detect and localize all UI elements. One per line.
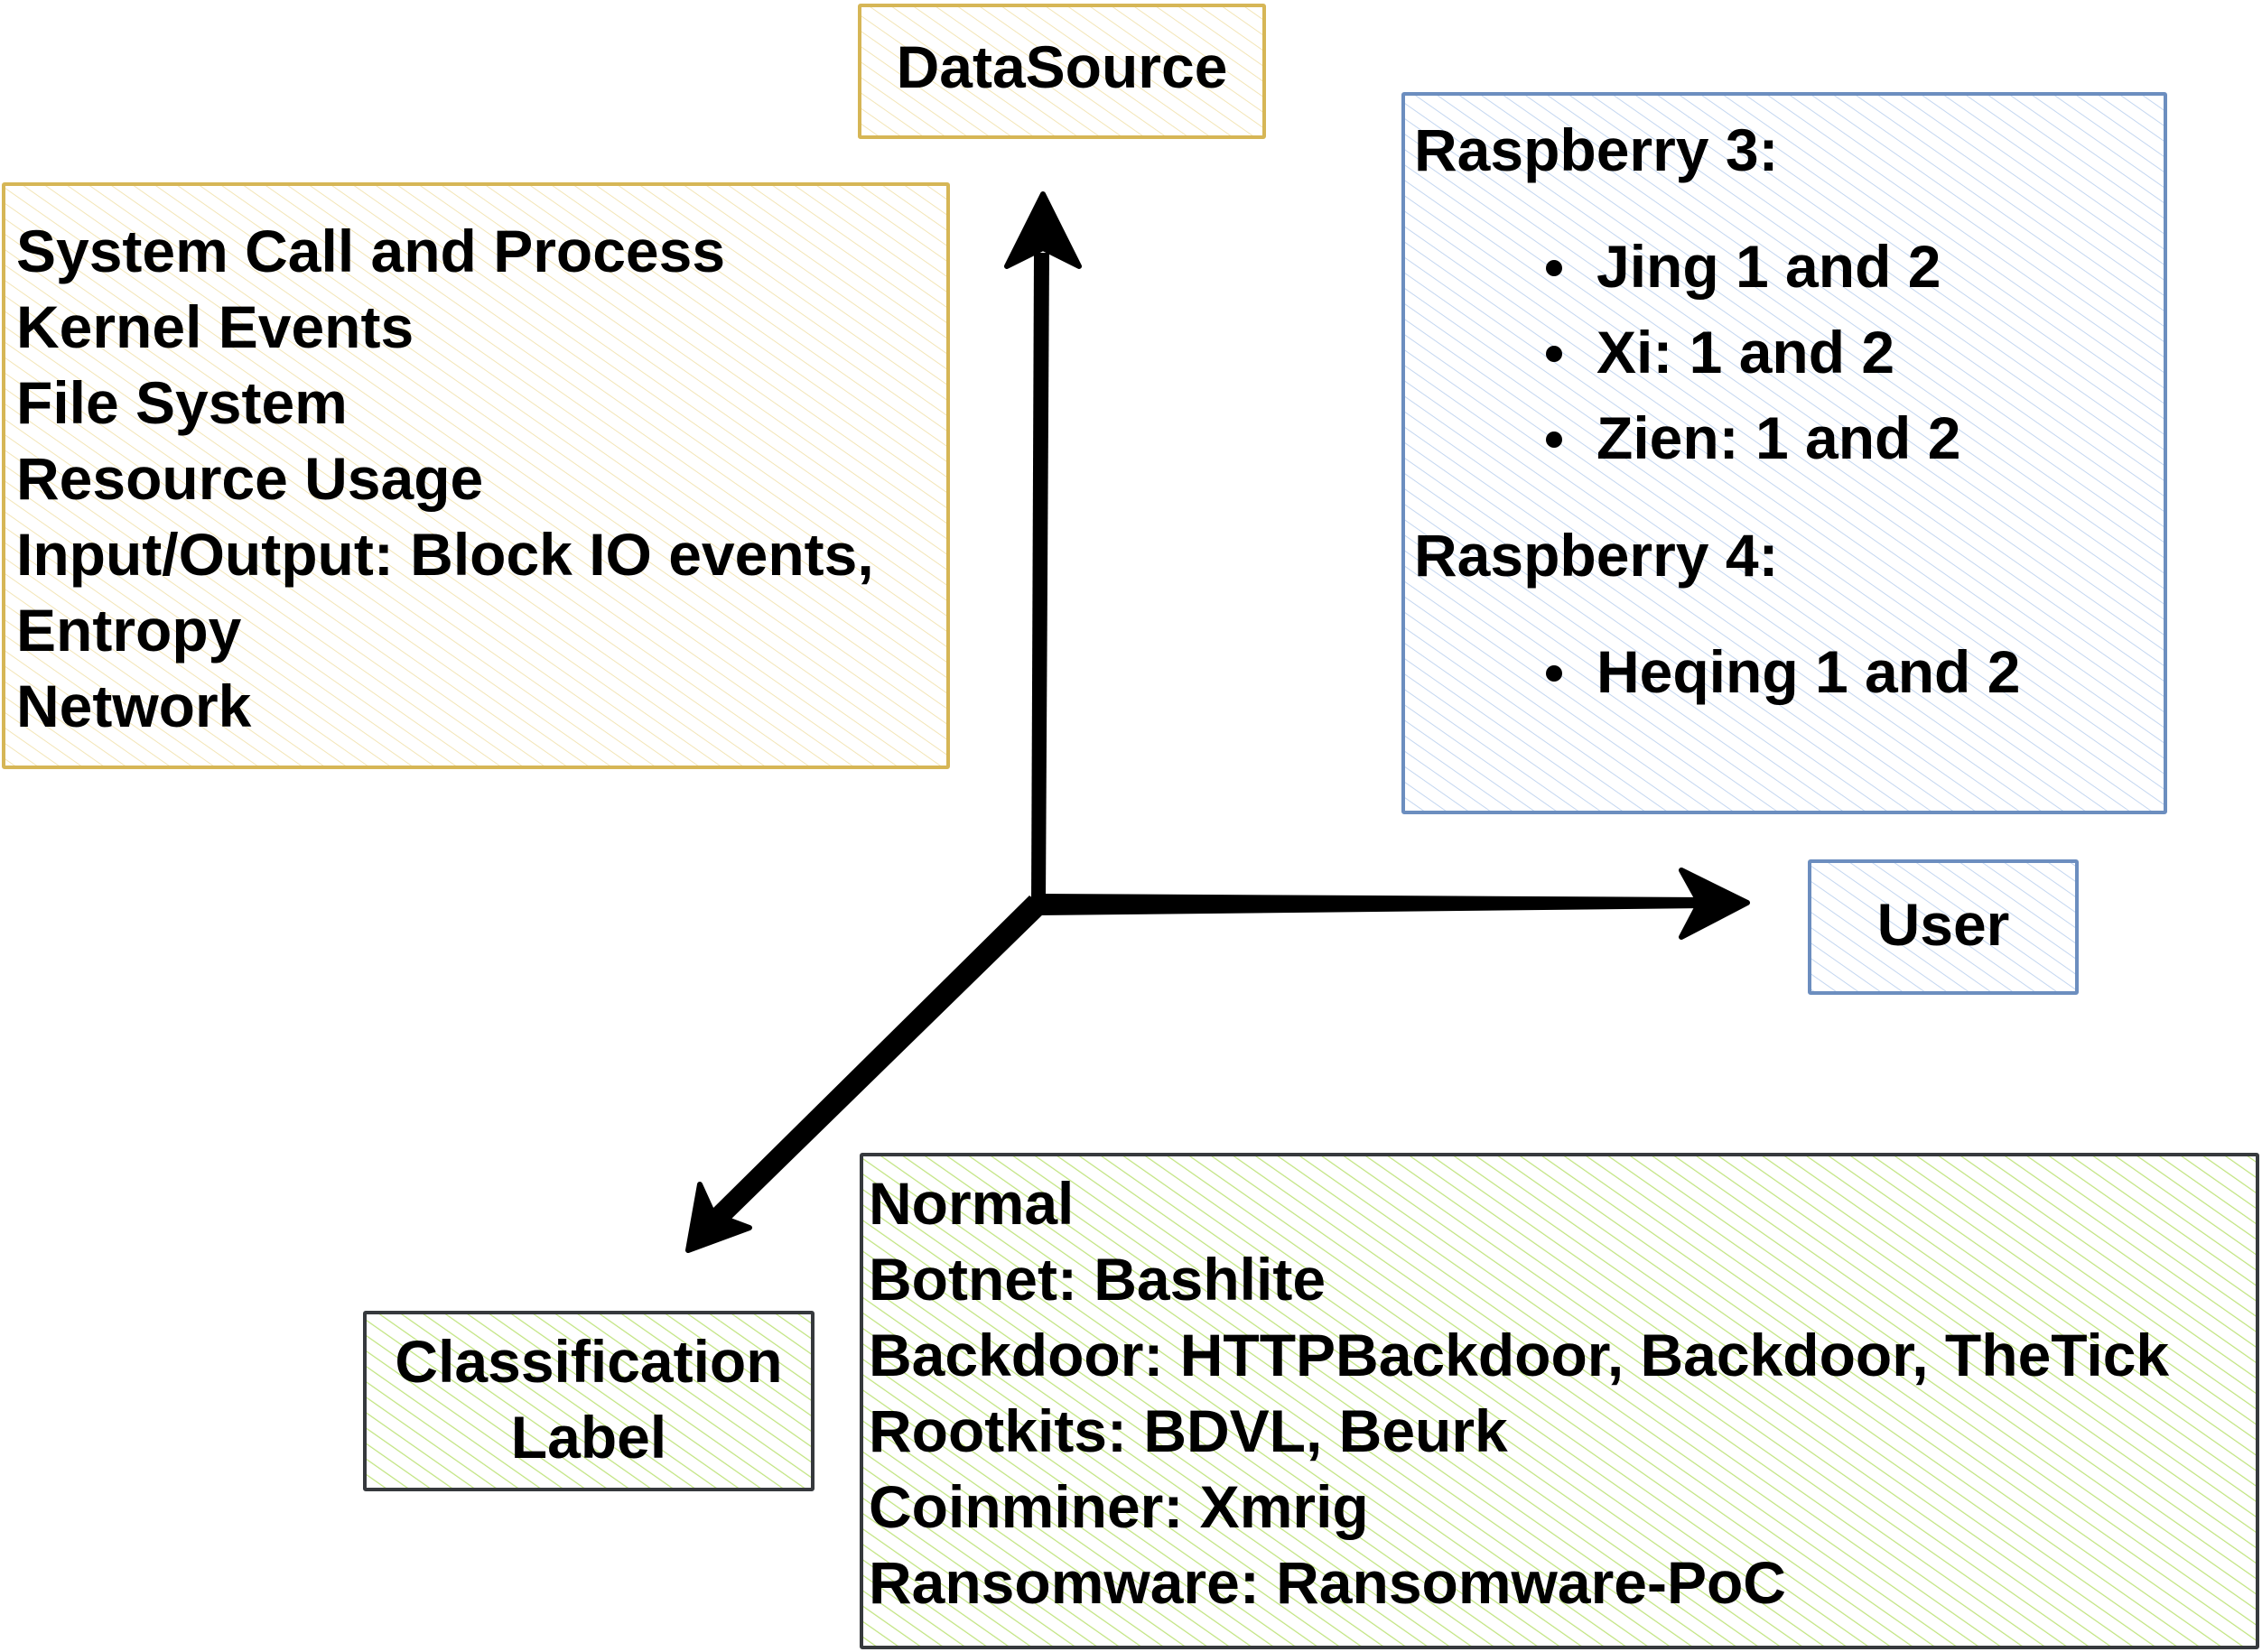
user-axis-arrowhead [1679, 868, 1750, 940]
user-group-list: Heqing 1 and 2 [1414, 629, 2156, 715]
label-items-list: Normal Botnet: Bashlite Backdoor: HTTPBa… [869, 1165, 2248, 1620]
user-group-title: Raspberry 4: [1414, 522, 1779, 589]
label-item: Coinminer: Xmrig [869, 1473, 1369, 1540]
label-item: Rootkits: BDVL, Beurk [869, 1397, 1508, 1464]
datasource-axis-arrowhead [1004, 191, 1082, 269]
user-group-item: Heqing 1 and 2 [1531, 629, 2156, 715]
classification-axis-label: Classification Label [367, 1323, 811, 1475]
user-group-item: Jing 1 and 2 [1531, 224, 2156, 310]
datasource-item: Entropy [16, 597, 242, 664]
label-item: Backdoor: HTTPBackdoor, Backdoor, TheTic… [869, 1322, 2170, 1388]
user-group-item: Xi: 1 and 2 [1531, 310, 2156, 395]
datasource-axis-line [1031, 253, 1049, 903]
label-item: Ransomware: Ransomware-PoC [869, 1549, 1786, 1616]
datasource-item: Input/Output: Block IO events, [16, 521, 874, 588]
user-group-title: Raspberry 3: [1414, 116, 1779, 183]
user-box-hatch [1401, 92, 2167, 814]
datasource-label-hatch [858, 4, 1266, 139]
user-axis-line [1038, 894, 1707, 915]
label-item: Normal [869, 1170, 1075, 1237]
user-axis-label-box: User [1808, 859, 2079, 995]
label-items-box: Normal Botnet: Bashlite Backdoor: HTTPBa… [860, 1153, 2259, 1649]
datasource-item: Network [16, 673, 252, 739]
user-label-hatch [1808, 859, 2079, 995]
datasource-item: Resource Usage [16, 445, 484, 512]
classification-label-line: Classification [395, 1328, 783, 1395]
label-box-hatch [860, 1153, 2259, 1649]
classification-label-hatch [363, 1311, 815, 1491]
datasource-items-box: System Call and Process Kernel Events Fi… [2, 182, 950, 769]
label-axis-arrowhead [685, 1182, 752, 1253]
datasource-axis-label: DataSource [896, 33, 1228, 100]
user-group-item: Zien: 1 and 2 [1531, 395, 2156, 481]
datasource-item: System Call and Process [16, 218, 726, 284]
classification-axis-label-box: Classification Label [363, 1311, 815, 1491]
user-axis-label: User [1876, 891, 2010, 958]
user-items-box: Raspberry 3: Jing 1 and 2 Xi: 1 and 2 Zi… [1401, 92, 2167, 814]
datasource-items-list: System Call and Process Kernel Events Fi… [16, 213, 939, 744]
classification-label-line: Label [510, 1404, 667, 1471]
user-group-list: Jing 1 and 2 Xi: 1 and 2 Zien: 1 and 2 [1414, 224, 2156, 481]
user-items-content: Raspberry 3: Jing 1 and 2 Xi: 1 and 2 Zi… [1414, 112, 2156, 715]
datasource-item: File System [16, 369, 348, 436]
datasource-axis-label-box: DataSource [858, 4, 1266, 139]
datasource-box-hatch [2, 182, 950, 769]
label-item: Botnet: Bashlite [869, 1246, 1326, 1313]
datasource-item: Kernel Events [16, 293, 414, 360]
label-axis-line [712, 896, 1047, 1223]
